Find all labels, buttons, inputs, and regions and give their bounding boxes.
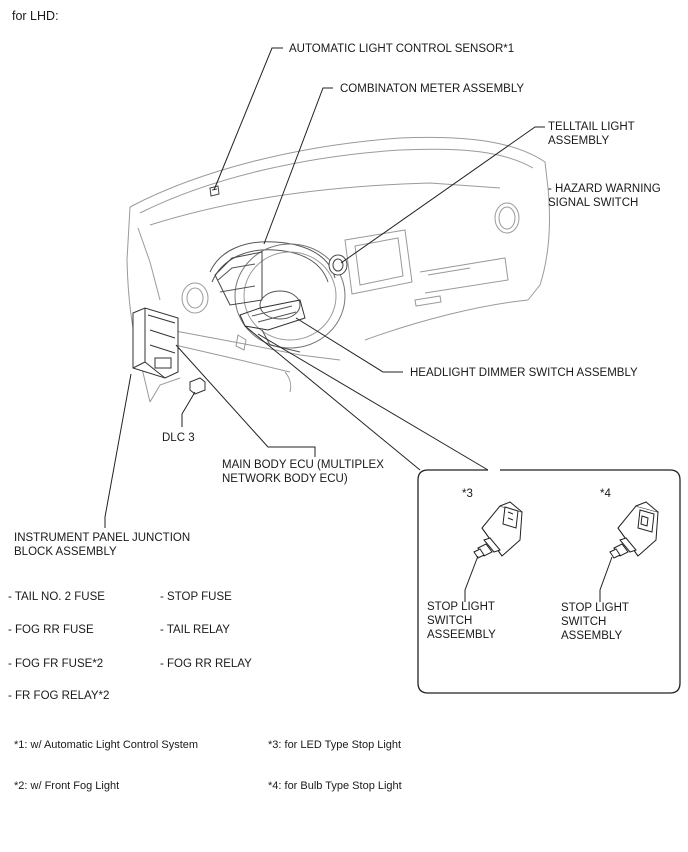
jb-item-tail-relay: - TAIL RELAY <box>160 624 230 636</box>
inset-label-led: STOP LIGHT SWITCH ASSEEMBLY <box>427 601 496 641</box>
leader-stop-to-inset <box>244 325 421 471</box>
junction-block-part <box>132 307 179 379</box>
dash-upper-shelf <box>149 182 501 226</box>
steering-hub <box>259 290 301 320</box>
dash-top-outline-inner <box>139 148 534 214</box>
knee-panel <box>235 334 247 351</box>
label-hazard-switch: - HAZARD WARNING SIGNAL SWITCH <box>548 183 661 209</box>
dash-top-outline <box>129 136 549 208</box>
column-switch-detail <box>251 305 297 323</box>
leader-telltail <box>340 126 545 264</box>
glovebox-slot <box>427 267 471 276</box>
label-headlight-dimmer: HEADLIGHT DIMMER SWITCH ASSEMBLY <box>410 367 638 379</box>
leader-junction <box>104 373 132 528</box>
jb-item-fog-rr-fuse: - FOG RR FUSE <box>8 624 94 636</box>
lower-line-4 <box>149 377 181 403</box>
jb-item-fr-fog-relay: - FR FOG RELAY*2 <box>8 690 110 702</box>
label-ip-junction-block: INSTRUMENT PANEL JUNCTION BLOCK ASSEMBLY <box>14 532 191 558</box>
jb-item-tail-no2-fuse: - TAIL NO. 2 FUSE <box>8 591 105 603</box>
center-panel-inner <box>354 237 404 286</box>
label-dlc3: DLC 3 <box>162 432 195 444</box>
leader-dlc3 <box>181 391 196 427</box>
center-panel <box>344 229 413 295</box>
jb-item-fog-fr-fuse: - FOG FR FUSE*2 <box>8 658 104 670</box>
stop-light-switch-bulb <box>609 501 659 559</box>
jb-item-stop-fuse: - STOP FUSE <box>160 591 232 603</box>
dlc3-part <box>189 377 206 395</box>
lower-dash-2 <box>174 344 291 373</box>
steering-column <box>261 329 301 353</box>
label-main-body-ecu: MAIN BODY ECU (MULTIPLEX NETWORK BODY EC… <box>222 459 384 485</box>
meter-hood <box>209 241 336 279</box>
left-vent-inner <box>186 287 204 309</box>
footnote-4: *4: for Bulb Type Stop Light <box>268 780 402 792</box>
left-vent <box>181 282 209 314</box>
footnote-3: *3: for LED Type Stop Light <box>268 739 402 751</box>
inset-box <box>418 470 500 480</box>
steering-wheel-rim-inner <box>243 251 337 341</box>
leader-stop-to-inset-2 <box>257 333 489 471</box>
label-combination-meter: COMBINATON METER ASSEMBLY <box>340 83 525 95</box>
column-switch <box>239 299 306 331</box>
steering-wheel-rim <box>234 243 346 349</box>
lower-line-3 <box>284 371 292 393</box>
meter-detail <box>217 263 256 293</box>
leader-ecu <box>175 344 316 457</box>
lower-dash <box>169 329 341 361</box>
leader-als <box>213 47 283 191</box>
dash-left-inner <box>137 227 161 301</box>
leader-meter <box>263 87 333 245</box>
glovebox-line <box>419 257 509 294</box>
leader-headlight <box>295 317 403 373</box>
inset-box-outline <box>417 469 681 694</box>
label-als-sensor: AUTOMATIC LIGHT CONTROL SENSOR*1 <box>289 43 515 55</box>
inset-marker-led: *3 <box>462 488 473 500</box>
stop-light-switch-led <box>473 501 523 559</box>
dash-right-edge <box>527 187 551 301</box>
label-telltail-light: TELLTAIL LIGHT ASSEMBLY <box>548 121 635 147</box>
leader-stop-bulb <box>599 556 613 602</box>
telltail-light-part <box>328 254 348 276</box>
inset-label-bulb: STOP LIGHT SWITCH ASSEMBLY <box>561 602 629 642</box>
footnote-1: *1: w/ Automatic Light Control System <box>14 739 199 751</box>
inset-marker-bulb: *4 <box>600 488 611 500</box>
leader-stop-led <box>464 555 479 602</box>
jb-item-fog-rr-relay: - FOG RR RELAY <box>160 658 252 670</box>
meter-body <box>214 251 263 306</box>
right-vent <box>494 202 520 234</box>
page-title: for LHD: <box>12 9 59 23</box>
right-vent-inner <box>498 206 516 230</box>
footnote-2: *2: w/ Front Fog Light <box>14 780 120 792</box>
dash-right-lower <box>364 299 529 341</box>
meter-hood-2 <box>211 249 329 283</box>
glovebox-handle <box>414 295 442 307</box>
